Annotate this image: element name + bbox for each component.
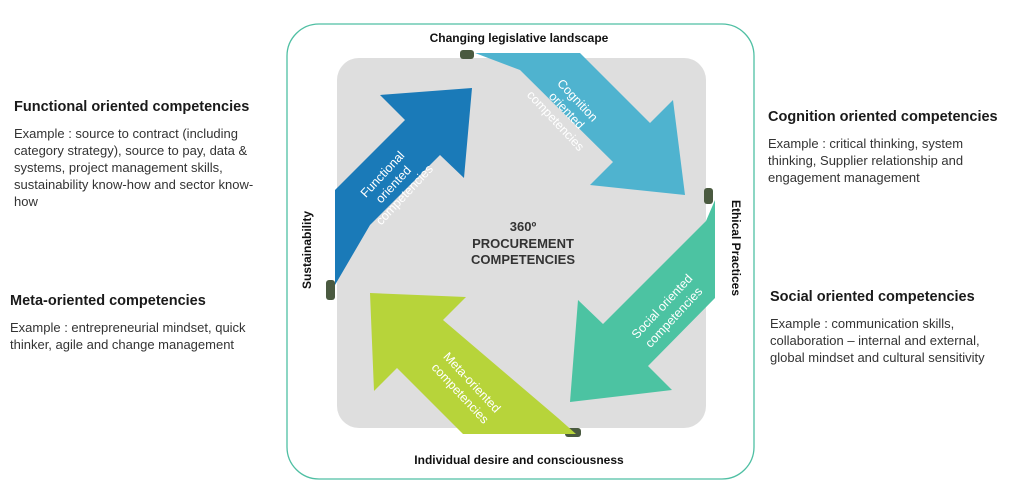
arrow-shadow-left — [326, 280, 335, 300]
arrow-shadow-top — [460, 50, 474, 59]
social-description: Social oriented competencies Example : c… — [770, 289, 1020, 366]
frame-label-left: Sustainability — [300, 211, 314, 289]
social-arrow — [570, 200, 715, 402]
center-subtitle: COMPETENCIES — [471, 252, 575, 267]
center-degree: 360º — [510, 219, 537, 234]
social-title: Social oriented competencies — [770, 289, 975, 305]
frame-label-bottom: Individual desire and consciousness — [414, 453, 624, 467]
functional-title: Functional oriented competencies — [14, 99, 250, 115]
meta-arrow — [370, 293, 576, 434]
cognition-body: Example : critical thinking, system thin… — [768, 136, 964, 185]
center-title: PROCUREMENT — [472, 236, 574, 251]
arrow-shadow-right — [704, 188, 713, 204]
meta-body: Example : entrepreneurial mindset, quick… — [10, 320, 246, 352]
cognition-title: Cognition oriented competencies — [768, 109, 998, 125]
meta-title: Meta-oriented competencies — [10, 293, 206, 309]
frame-label-right: Ethical Practices — [729, 200, 743, 296]
functional-body: Example : source to contract (including … — [14, 126, 254, 209]
cognition-description: Cognition oriented competencies Example … — [768, 109, 1018, 186]
functional-description: Functional oriented competencies Example… — [14, 99, 282, 210]
outer-frame — [286, 23, 755, 480]
social-body: Example : communication skills, collabor… — [770, 316, 985, 365]
functional-arrow — [335, 88, 472, 285]
meta-description: Meta-oriented competencies Example : ent… — [10, 293, 280, 353]
cognition-arrow — [475, 53, 685, 195]
frame-label-top: Changing legislative landscape — [430, 31, 609, 45]
